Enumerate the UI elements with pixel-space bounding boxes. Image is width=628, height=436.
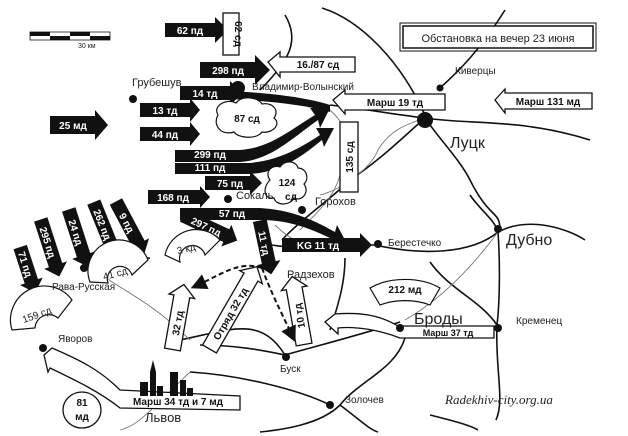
city-labels: Грубешув Владимир-Волынский Киверцы Луцк… <box>52 66 562 425</box>
svg-text:87 сд: 87 сд <box>234 114 260 125</box>
unit-arc-212md: 212 мд <box>369 278 441 306</box>
unit-arrow-march37td: Марш 37 тд <box>324 312 495 339</box>
scale-label: 30 км <box>78 43 96 50</box>
lvov-skyline-icon <box>140 360 193 396</box>
city-label: Грубешув <box>132 77 182 89</box>
unit-arrow-march19td: Марш 19 тд <box>332 88 446 116</box>
svg-text:16./87 сд: 16./87 сд <box>297 60 340 71</box>
svg-text:Марш 37 тд: Марш 37 тд <box>423 328 474 338</box>
city-label: Киверцы <box>455 66 496 77</box>
svg-text:10 тд: 10 тд <box>293 302 308 329</box>
unit-arc-41sd: 41 сд <box>87 239 149 284</box>
svg-text:14 тд: 14 тд <box>192 89 218 100</box>
unit-arrow-295pd: 295 пд <box>34 217 67 277</box>
city-label: Броды <box>414 311 463 328</box>
city-label: Луцк <box>450 135 486 152</box>
road <box>439 9 506 89</box>
svg-text:24 пд: 24 пд <box>65 219 84 248</box>
road <box>429 261 498 326</box>
unit-arrow-44pd: 44 пд <box>140 122 200 146</box>
svg-text:25 мд: 25 мд <box>59 121 87 132</box>
city-label: Берестечко <box>388 238 442 249</box>
title-box: Обстановка на вечер 23 июня <box>399 22 597 52</box>
watermark: Radekhiv-city.org.ua <box>444 392 553 407</box>
unit-arc-159sd: 159 сд <box>9 285 73 331</box>
road <box>339 404 379 433</box>
svg-text:212 мд: 212 мд <box>388 285 422 296</box>
unit-label-57pd: 57 пд <box>219 209 246 220</box>
svg-text:сд: сд <box>285 192 298 203</box>
unit-arrow-25md: 25 мд <box>50 110 108 140</box>
unit-arrow-13td: 13 тд <box>140 98 200 122</box>
road <box>429 414 479 431</box>
unit-ellipse-81md: 81 мд <box>62 391 102 429</box>
unit-cloud-87sd: 87 сд <box>215 97 278 138</box>
unit-arrow-otryad32td: Отряд 32 тд <box>201 265 264 354</box>
unit-box-62sd: 62 сд <box>222 12 243 56</box>
city-label: Горохов <box>315 196 356 208</box>
unit-arrow-16-87sd: 16./87 сд <box>267 50 356 79</box>
unit-arrow-kg11td: KG 11 тд <box>282 233 372 257</box>
svg-text:32 тд: 32 тд <box>171 309 186 336</box>
road <box>179 327 286 356</box>
city-markers <box>39 81 502 409</box>
svg-text:124: 124 <box>279 178 296 189</box>
city-label: Сокаль <box>236 190 274 202</box>
map-title: Обстановка на вечер 23 июня <box>422 33 575 45</box>
dashed-routes <box>190 264 296 343</box>
city-label: Дубно <box>506 232 552 249</box>
svg-text:135 сд: 135 сд <box>345 141 356 173</box>
unit-arrow-march131md: Марш 131 мд <box>494 87 593 115</box>
svg-text:81: 81 <box>76 398 88 409</box>
city-label: Владимир-Волынский <box>252 82 354 93</box>
svg-text:KG 11 тд: KG 11 тд <box>297 241 340 252</box>
svg-text:мд: мд <box>75 412 89 423</box>
svg-text:168 пд: 168 пд <box>157 193 190 204</box>
city-label: Рава-Русская <box>52 282 115 293</box>
unit-arrow-298pd: 298 пд <box>200 55 270 85</box>
svg-text:Марш 131 мд: Марш 131 мд <box>516 97 581 108</box>
soviet-units: 62 сд 16./87 сд 87 сд 135 сд 124 сд Марш… <box>9 12 593 429</box>
svg-text:62 пд: 62 пд <box>177 26 204 37</box>
unit-arrow-62pd: 62 пд <box>165 17 228 43</box>
scale-bar: 30 км <box>29 31 111 50</box>
svg-text:Марш 19 тд: Марш 19 тд <box>367 98 424 109</box>
road <box>424 117 501 231</box>
svg-text:11 тд: 11 тд <box>255 230 271 257</box>
unit-box-135sd: 135 сд <box>339 121 359 193</box>
arrow-57pd <box>180 208 345 246</box>
city-label: Радзехов <box>287 269 335 281</box>
unit-arc-3kd: 3 кд <box>164 228 221 264</box>
city-label: Золочев <box>345 395 384 406</box>
svg-text:298 пд: 298 пд <box>212 66 245 77</box>
road <box>259 14 293 91</box>
unit-arrow-75pd: 75 пд <box>205 171 262 195</box>
svg-text:75 пд: 75 пд <box>217 179 244 190</box>
unit-arrow-168pd: 168 пд <box>148 186 210 208</box>
svg-text:Марш 34 тд и 7 мд: Марш 34 тд и 7 мд <box>133 397 224 408</box>
city-label: Яворов <box>58 334 92 345</box>
unit-label-299pd: 299 пд <box>194 150 227 161</box>
svg-text:3 кд: 3 кд <box>176 242 197 257</box>
city-label: Львов <box>145 410 181 425</box>
svg-text:62 сд: 62 сд <box>232 21 243 47</box>
svg-text:71 пд: 71 пд <box>15 250 34 279</box>
unit-arrow-14td: 14 тд <box>180 81 243 105</box>
svg-text:44 пд: 44 пд <box>152 130 179 141</box>
unit-label-111pd: 111 пд <box>195 163 226 174</box>
road <box>189 371 331 406</box>
unit-arrow-32td: 32 тд <box>163 283 197 352</box>
arrow-111pd <box>175 128 334 174</box>
svg-text:13 тд: 13 тд <box>152 106 178 117</box>
unit-cloud-124sd: 124 сд <box>264 161 308 205</box>
city-label: Буск <box>280 364 301 375</box>
road <box>259 337 406 433</box>
city-label: Кременец <box>516 316 562 327</box>
unit-arrow-10td: 10 тд <box>279 275 313 347</box>
arrow-299pd <box>175 108 330 162</box>
